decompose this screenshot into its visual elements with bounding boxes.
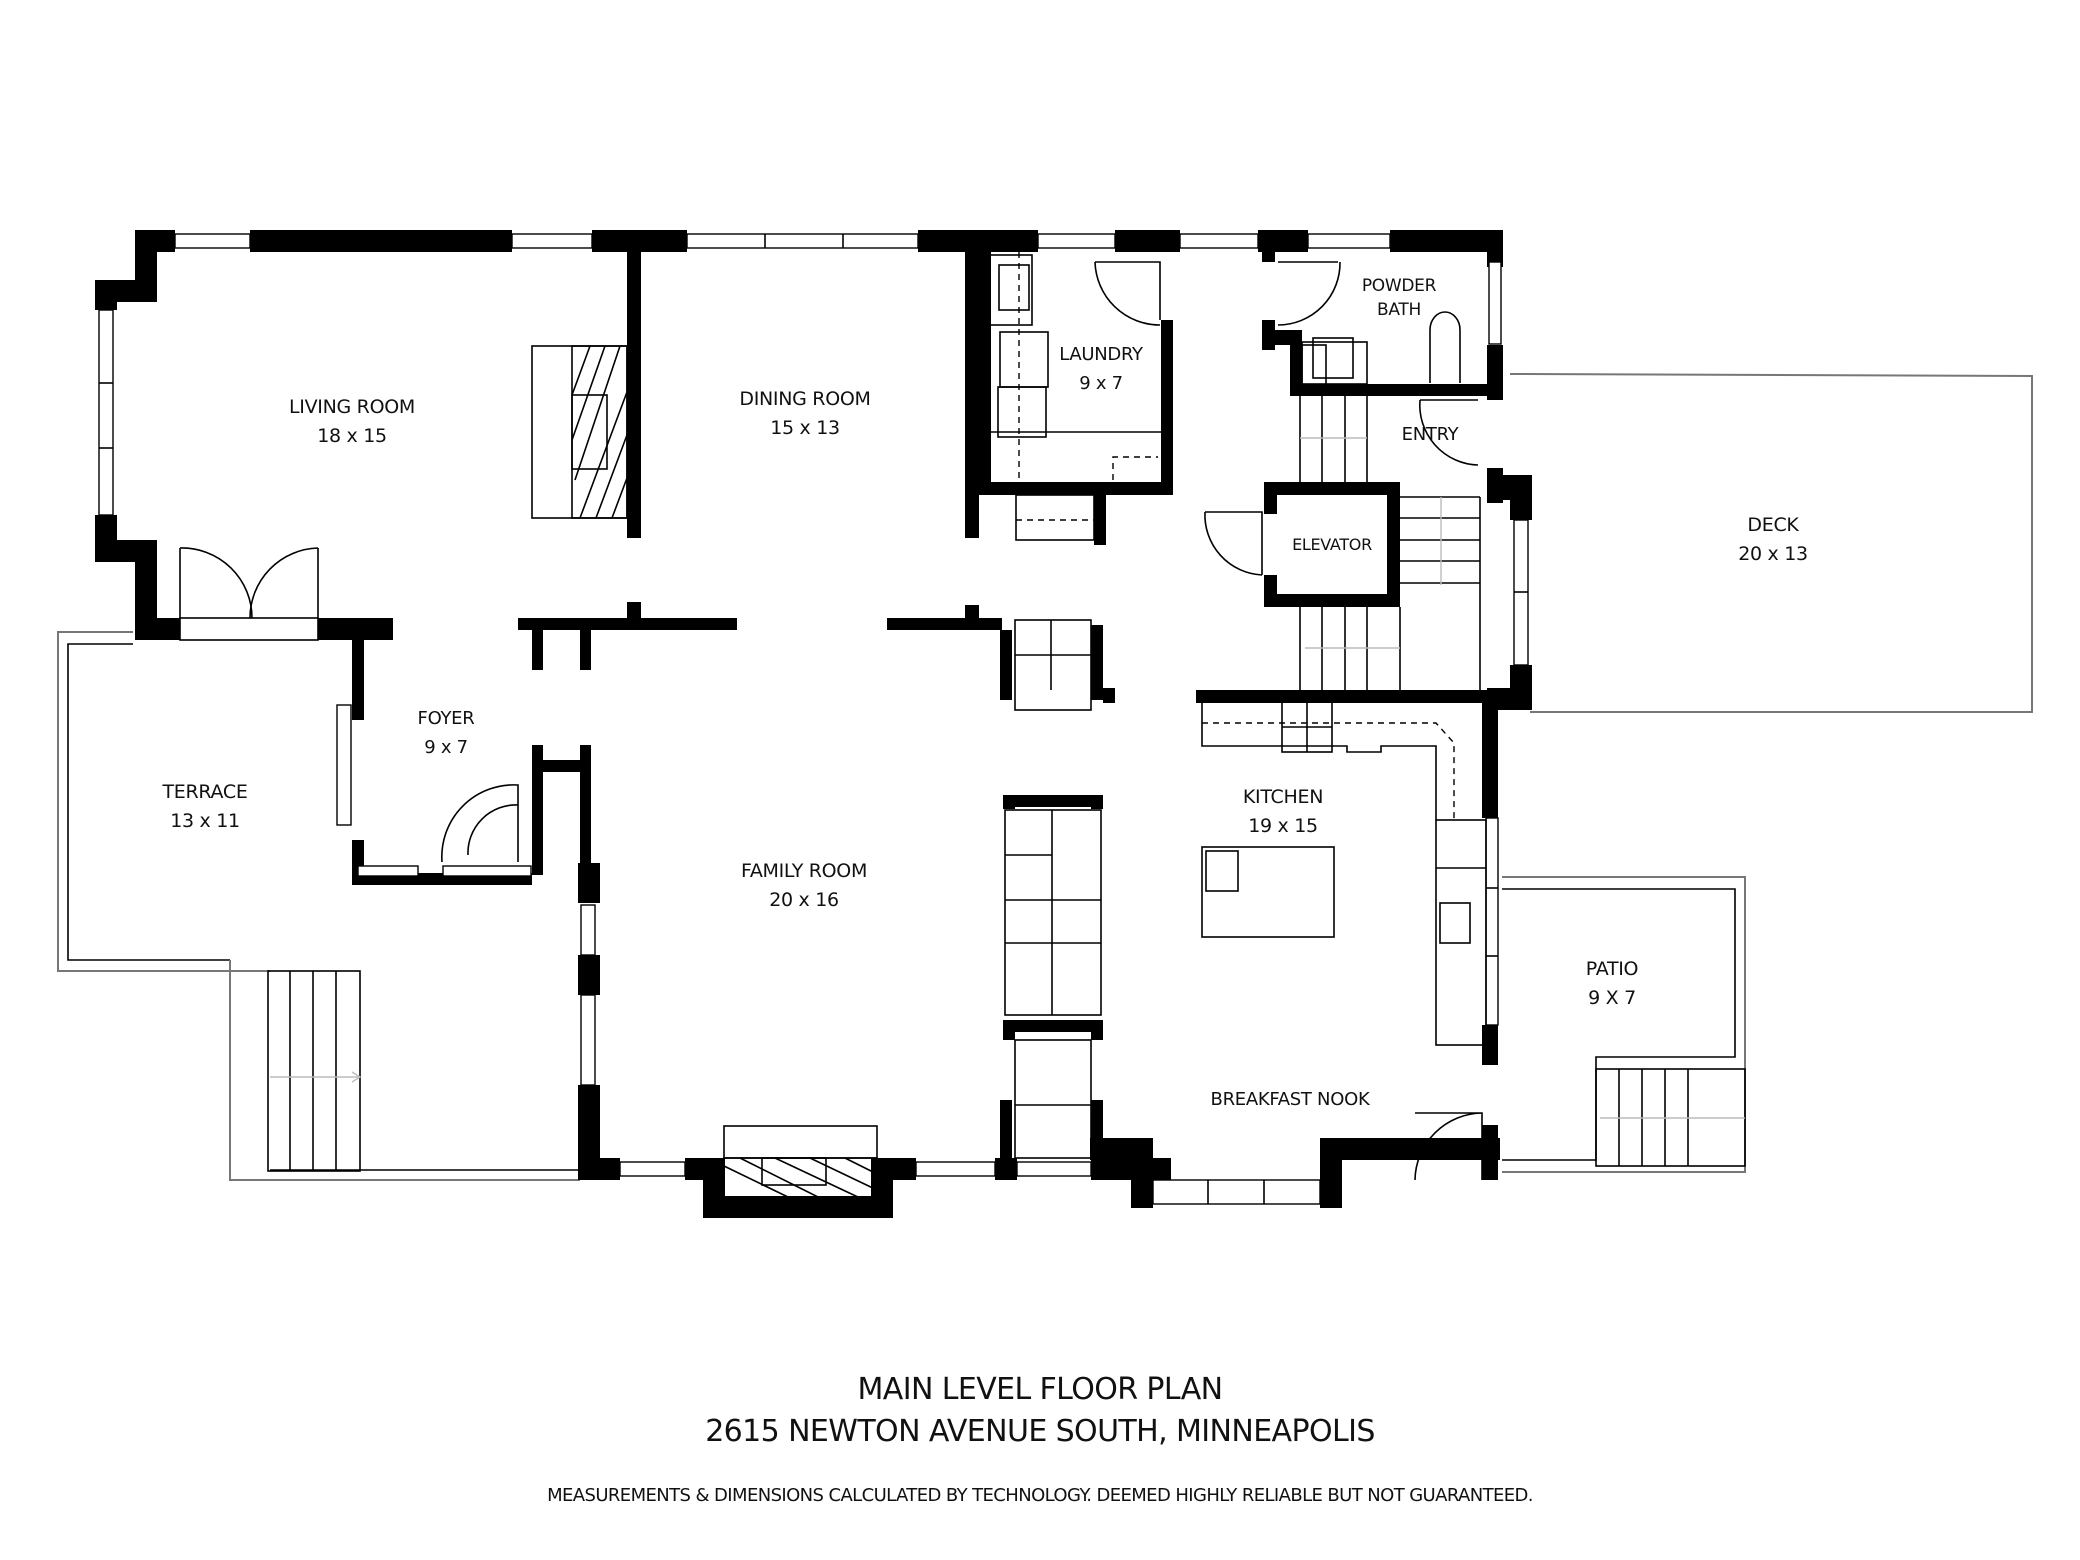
room-terrace: TERRACE 13 x 11	[162, 778, 247, 836]
room-name: FOYER	[417, 708, 475, 729]
hall-stairs	[1004, 494, 1102, 1159]
family-room-fireplace	[723, 1125, 878, 1199]
room-name: KITCHEN	[1242, 786, 1324, 808]
room-name: POWDER	[1361, 276, 1437, 296]
room-breakfast-nook: BREAKFAST NOOK	[1211, 1085, 1370, 1114]
plan-title: MAIN LEVEL FLOOR PLAN	[857, 1372, 1224, 1407]
kitchen-fixtures	[1201, 701, 1487, 1046]
laundry-fixtures	[986, 252, 1161, 480]
room-dimensions: 9 x 7	[1079, 373, 1123, 394]
room-dimensions: 18 x 15	[317, 425, 387, 447]
room-name: LIVING ROOM	[289, 396, 415, 418]
patio-stairs	[1595, 1068, 1746, 1167]
exterior-walls	[95, 230, 1532, 1218]
room-patio: PATIO 9 X 7	[1585, 955, 1639, 1013]
room-powder-bath: POWDER BATH	[1361, 274, 1437, 322]
room-living-room: LIVING ROOM 18 x 15	[289, 393, 415, 451]
room-dimensions: 20 x 13	[1738, 543, 1808, 565]
room-family-room: FAMILY ROOM 20 x 16	[741, 857, 867, 915]
room-name: DINING ROOM	[739, 388, 871, 410]
room-dimensions: 15 x 13	[770, 417, 840, 439]
living-room-fireplace	[531, 345, 628, 519]
room-dining-room: DINING ROOM 15 x 13	[739, 385, 871, 443]
room-dimensions: 20 x 16	[769, 889, 839, 911]
room-dimensions: 19 x 15	[1248, 815, 1318, 837]
room-elevator: ELEVATOR	[1292, 530, 1372, 559]
room-name: LAUNDRY	[1059, 344, 1143, 365]
doors	[179, 261, 1483, 1181]
room-laundry: LAUNDRY 9 x 7	[1059, 340, 1143, 398]
room-name: ENTRY	[1401, 424, 1459, 445]
room-name: ELEVATOR	[1292, 535, 1372, 554]
windows	[98, 233, 1529, 1205]
room-deck: DECK 20 x 13	[1738, 511, 1808, 569]
deck-outline	[1509, 373, 2033, 713]
room-name: TERRACE	[162, 781, 248, 803]
disclaimer: MEASUREMENTS & DIMENSIONS CALCULATED BY …	[547, 1485, 1533, 1506]
patio-outline	[1502, 876, 1746, 1173]
terrace-outline	[57, 631, 580, 1181]
terrace-stairs	[267, 970, 362, 1172]
room-name-line2: BATH	[1377, 300, 1421, 320]
room-dimensions: 9 X 7	[1588, 987, 1636, 1009]
room-kitchen: KITCHEN 19 x 15	[1242, 783, 1324, 841]
plan-address: 2615 NEWTON AVENUE SOUTH, MINNEAPOLIS	[705, 1414, 1375, 1449]
room-dimensions: 9 x 7	[424, 737, 468, 758]
room-name: FAMILY ROOM	[740, 860, 868, 882]
room-name: BREAKFAST NOOK	[1210, 1089, 1370, 1110]
room-dimensions: 13 x 11	[170, 810, 240, 832]
powder-bath-fixtures	[1301, 311, 1461, 386]
room-name: PATIO	[1585, 958, 1639, 980]
room-name: DECK	[1747, 514, 1799, 536]
main-stairs	[1299, 396, 1481, 690]
room-foyer: FOYER 9 x 7	[418, 704, 475, 762]
room-entry: ENTRY	[1402, 420, 1459, 449]
